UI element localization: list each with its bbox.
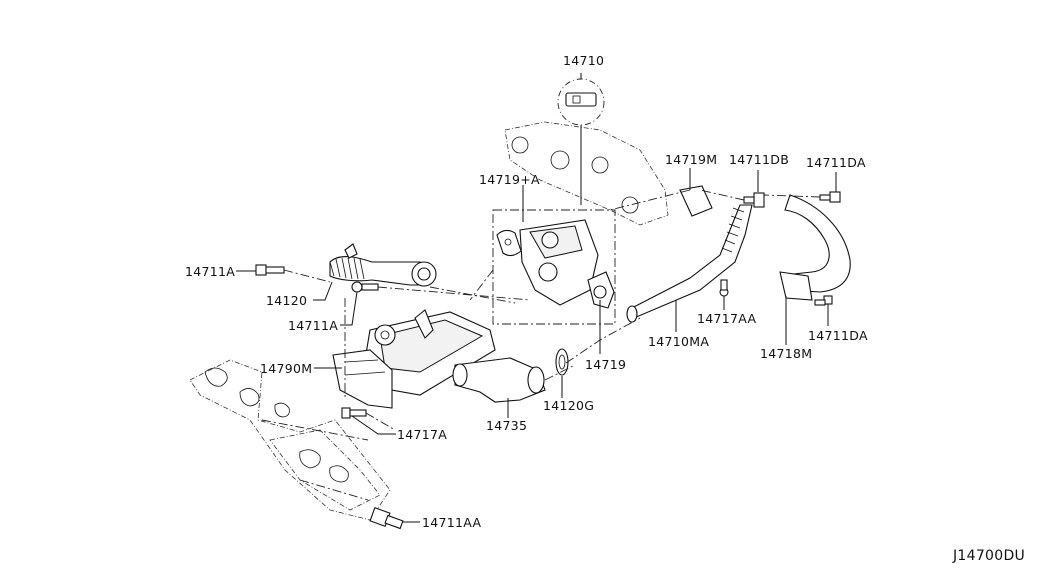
label-14711DA-top: 14711DA xyxy=(806,155,866,170)
diagram-code: J14700DU xyxy=(952,548,1025,564)
label-14710MA: 14710MA xyxy=(648,334,709,349)
part-labels: 14710 14719+A 14719M 14711DB 14711DA 147… xyxy=(185,53,868,530)
label-14735: 14735 xyxy=(486,418,527,433)
label-14717A: 14717A xyxy=(397,427,447,442)
bracket-14718M xyxy=(779,194,851,301)
label-14718M: 14718M xyxy=(760,346,812,361)
label-14120G: 14120G xyxy=(543,398,594,413)
egr-tube-14120 xyxy=(329,243,437,287)
sensor-14710 xyxy=(557,73,605,205)
egr-pipe-14710MA xyxy=(626,185,753,323)
exhaust-manifold-outline xyxy=(504,121,669,226)
label-14719M: 14719M xyxy=(665,152,717,167)
bolt-14717A xyxy=(341,407,367,419)
egr-valve-group-box xyxy=(492,209,616,325)
label-14710: 14710 xyxy=(563,53,604,68)
label-14717AA: 14717AA xyxy=(697,311,756,326)
bolt-14711A-mid xyxy=(351,281,379,293)
bolt-14717AA xyxy=(719,279,729,297)
bolt-14711DA-bottom xyxy=(814,295,833,306)
bolt-14711DA-top xyxy=(819,191,841,203)
label-14711DA-bottom: 14711DA xyxy=(808,328,868,343)
label-14711AA: 14711AA xyxy=(422,515,481,530)
label-14120: 14120 xyxy=(266,293,307,308)
label-14711A-mid: 14711A xyxy=(288,318,338,333)
label-14719-plus-a: 14719+A xyxy=(479,172,540,187)
label-14711A-left: 14711A xyxy=(185,264,235,279)
heat-shield-14790M xyxy=(332,349,393,409)
bolt-14711AA xyxy=(369,506,404,530)
label-14790M: 14790M xyxy=(260,361,312,376)
bolt-14711A-left xyxy=(255,264,285,276)
egr-valve xyxy=(496,219,615,309)
label-14719: 14719 xyxy=(585,357,626,372)
label-14711DB: 14711DB xyxy=(729,152,789,167)
label-leaders xyxy=(236,168,837,523)
egr-cooler xyxy=(364,309,496,396)
assembly-lines xyxy=(261,189,821,501)
egr-cooler-outlet-14735 xyxy=(452,357,546,403)
